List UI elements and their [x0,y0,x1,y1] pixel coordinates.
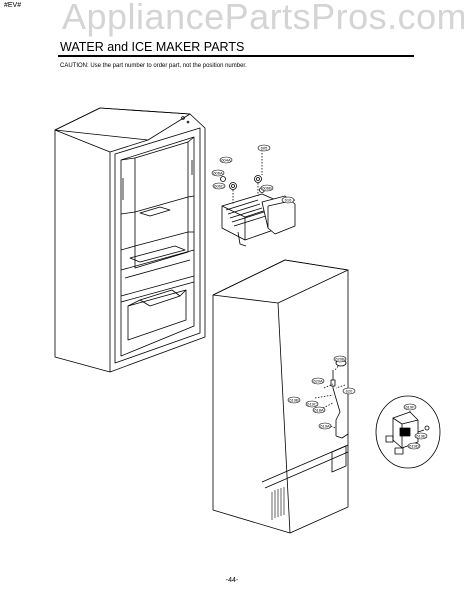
callout-606b: 606B [262,185,272,190]
callout-619f: 619F [405,404,415,409]
callout-620: 620 [346,388,353,393]
callout-620b: 620B [335,356,345,361]
callout-605: 605 [261,145,268,150]
document-code: #EV# [4,2,22,9]
watermark: AppliancePartsPros.com [62,0,464,37]
closed-cabinet-rear-drawing [212,259,349,534]
callout-619b: 619B [289,397,299,402]
callout-619e: 619E [416,433,426,438]
page-number: -44- [225,577,239,584]
page-title: WATER and ICE MAKER PARTS [60,40,245,54]
callout-604a: 604A [221,157,231,162]
callout-618a: 618A [314,407,324,412]
title-underline [58,55,414,57]
open-cabinet-drawing [54,107,206,373]
water-valve-detail [375,395,441,469]
callout-606c: 606C [214,183,224,188]
ice-maker-assembly [220,150,296,247]
caution-note: CAUTION: Use the part number to order pa… [60,63,247,69]
callout-619d: 619D [409,443,419,448]
callout-616: 616 [285,197,292,202]
callout-606a: 606A [213,170,223,175]
callout-619c: 619C [307,401,317,406]
callout-620a: 620A [313,378,323,383]
callout-619a: 619A [320,423,330,428]
